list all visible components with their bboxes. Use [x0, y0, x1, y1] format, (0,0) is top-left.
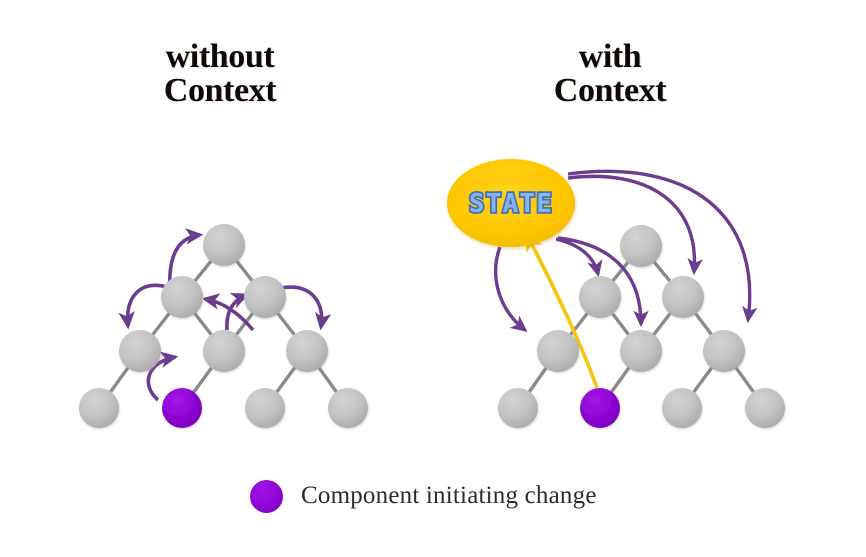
arrow-state-to-center	[557, 236, 649, 328]
arrow-state-to-inner-left	[555, 237, 603, 278]
tree-node[interactable]	[286, 330, 328, 372]
left-tree-nodes	[79, 224, 368, 428]
tree-node[interactable]	[745, 388, 785, 428]
tree-node[interactable]	[579, 276, 621, 318]
arrow-left-a-to-c	[118, 283, 168, 330]
tree-node-highlight[interactable]	[580, 388, 620, 428]
arrow-state-to-inner-right	[567, 174, 703, 276]
state-label: STATE	[469, 189, 553, 219]
left-tree-edges	[97, 243, 350, 410]
state-oval[interactable]	[447, 159, 575, 247]
tree-node[interactable]	[161, 276, 203, 318]
state-node[interactable]: STATE	[447, 159, 575, 247]
tree-node[interactable]	[662, 388, 702, 428]
legend-swatch-highlight	[250, 479, 283, 513]
tree-node[interactable]	[328, 388, 368, 428]
right-tree-nodes	[498, 225, 785, 428]
left-tree-arrows	[118, 228, 332, 402]
arrow-state-to-right-branch	[567, 169, 758, 324]
tree-node[interactable]	[79, 388, 119, 428]
tree-node[interactable]	[498, 388, 538, 428]
tree-node[interactable]	[662, 276, 704, 318]
right-tree-edges	[516, 244, 767, 410]
arrow-highlight-to-state	[525, 231, 599, 389]
tree-node[interactable]	[703, 330, 745, 372]
arrow-left-leaf-to-parent	[146, 351, 179, 402]
arrow-left-b-to-e	[280, 285, 332, 331]
heading-with-context: with Context	[553, 38, 667, 109]
tree-node[interactable]	[119, 330, 161, 372]
tree-node[interactable]	[537, 330, 579, 372]
tree-node[interactable]	[245, 388, 285, 428]
tree-node[interactable]	[203, 330, 245, 372]
legend: Component initiating change	[250, 474, 597, 518]
right-tree-group: STATE	[447, 159, 785, 428]
tree-node[interactable]	[203, 224, 245, 266]
heading-without-context: without Context	[163, 38, 277, 109]
right-tree-arrows	[493, 169, 758, 389]
left-tree-group	[79, 224, 368, 428]
legend-label: Component initiating change	[301, 482, 597, 509]
arrow-left-mid-to-parent-b	[225, 293, 250, 331]
arrow-state-to-left-branch	[493, 246, 528, 332]
tree-node[interactable]	[244, 276, 286, 318]
tree-node[interactable]	[620, 330, 662, 372]
tree-node-highlight[interactable]	[162, 388, 202, 428]
tree-node[interactable]	[620, 225, 662, 267]
